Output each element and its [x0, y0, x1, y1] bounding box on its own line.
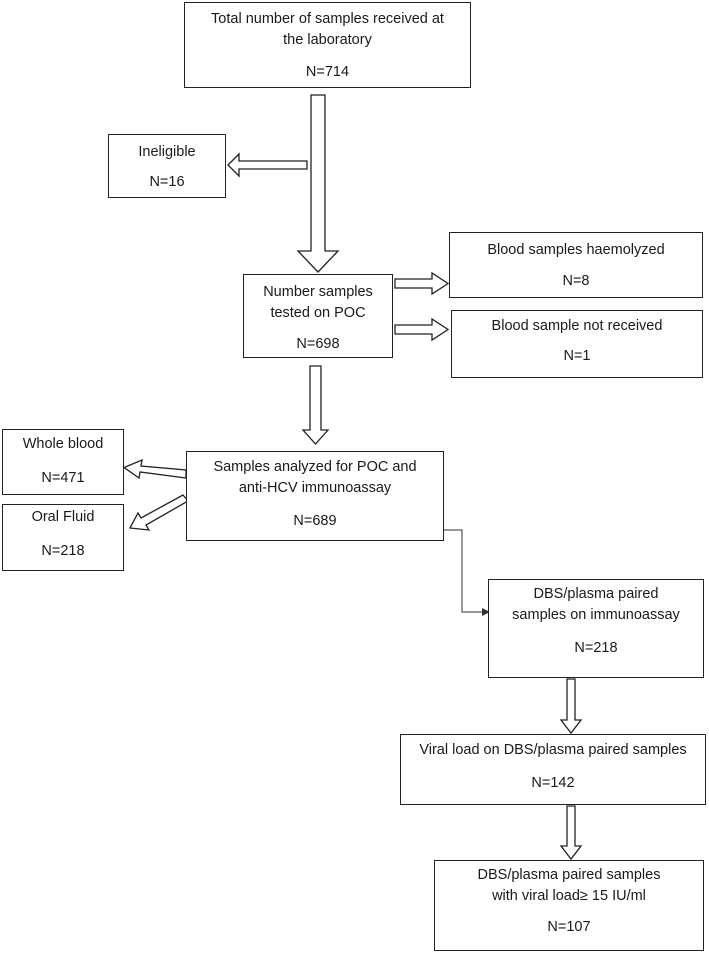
box-label-line: Viral load on DBS/plasma paired samples — [419, 742, 687, 758]
arrow-to-not-received — [394, 317, 450, 342]
arrow-poc-to-analyzed — [301, 365, 330, 445]
box-label-line: Whole blood — [22, 436, 104, 452]
box-count: N=218 — [41, 543, 85, 559]
box-count: N=689 — [293, 513, 337, 529]
box-label-line: Total number of samples received at — [211, 11, 444, 27]
box-viral-load: Viral load on DBS/plasma paired samples … — [400, 734, 706, 805]
box-label-line: Number samples — [263, 284, 373, 300]
box-label-line: Samples analyzed for POC and — [213, 459, 417, 475]
arrow-to-oral-fluid — [128, 494, 189, 531]
box-label-line: tested on POC — [270, 305, 366, 321]
box-label-line: anti-HCV immunoassay — [238, 480, 392, 496]
box-viral-load-15: DBS/plasma paired samples with viral loa… — [434, 860, 704, 951]
box-label-line: the laboratory — [283, 32, 372, 48]
box-label-line: samples on immunoassay — [512, 607, 680, 623]
arrow-total-to-poc — [296, 94, 340, 273]
box-label-line: DBS/plasma paired samples — [477, 867, 661, 883]
box-count: N=698 — [296, 336, 340, 352]
arrow-viral-to-viral15 — [559, 805, 583, 861]
box-label-line: Blood samples haemolyzed — [487, 242, 665, 258]
connector-arrowhead — [482, 608, 490, 616]
box-total-samples: Total number of samples received at the … — [184, 2, 471, 88]
box-whole-blood: Whole blood N=471 — [2, 429, 124, 495]
box-count: N=107 — [547, 919, 591, 935]
box-label-line: DBS/plasma paired — [533, 586, 659, 602]
arrow-dbs-to-viral — [559, 678, 583, 735]
box-oral-fluid: Oral Fluid N=218 — [2, 504, 124, 571]
box-dbs-paired: DBS/plasma paired samples on immunoassay… — [488, 579, 704, 678]
box-label-line: Oral Fluid — [31, 509, 95, 525]
box-count: N=16 — [149, 174, 185, 190]
arrow-to-whole-blood — [122, 458, 187, 480]
box-count: N=471 — [41, 470, 85, 486]
arrow-to-haemolyzed — [394, 271, 450, 296]
box-analyzed: Samples analyzed for POC and anti-HCV im… — [186, 451, 444, 541]
box-tested-on-poc: Number samples tested on POC N=698 — [243, 274, 393, 358]
connector-analyzed-to-dbs — [444, 529, 483, 613]
box-label-line: Blood sample not received — [491, 318, 663, 334]
box-count: N=1 — [563, 348, 591, 364]
box-count: N=218 — [574, 640, 618, 656]
box-ineligible: Ineligible N=16 — [108, 134, 226, 198]
box-count: N=8 — [562, 273, 590, 289]
box-haemolyzed: Blood samples haemolyzed N=8 — [449, 232, 703, 298]
box-label-line: with viral load≥ 15 IU/ml — [492, 888, 646, 904]
arrow-to-ineligible — [227, 152, 308, 178]
box-count: N=714 — [305, 64, 350, 80]
box-label-line: Ineligible — [138, 144, 196, 160]
box-count: N=142 — [531, 775, 575, 791]
box-not-received: Blood sample not received N=1 — [451, 310, 703, 378]
